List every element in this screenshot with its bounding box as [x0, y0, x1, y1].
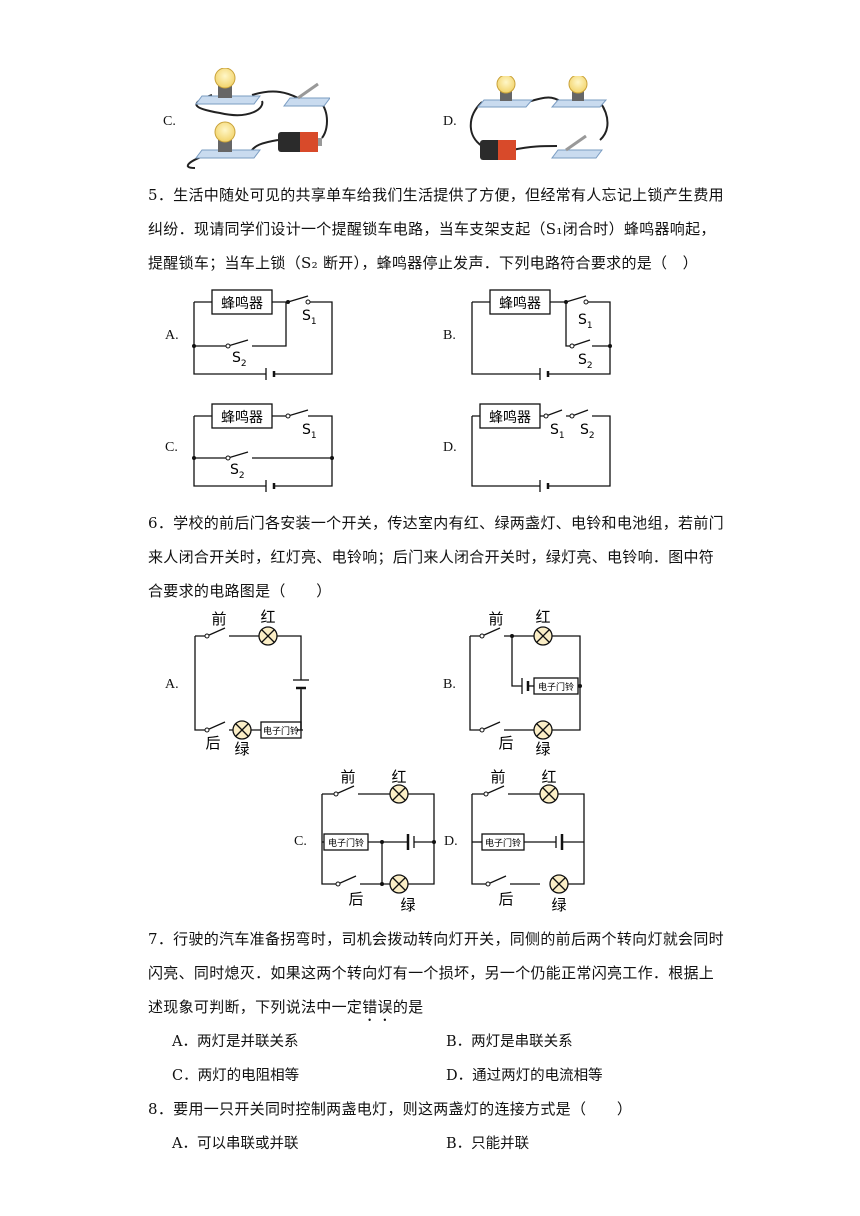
switch-s2-label: S2 — [578, 352, 593, 371]
question-6-text: 6．学校的前后门各安装一个开关，传达室内有红、绿两盏灯、电铃和电池组，若前门来人… — [148, 514, 724, 600]
q7-choice-a: A．两灯是并联关系 — [172, 1034, 299, 1050]
q6-circuit-d: 前 红 后 绿 电子门铃 — [471, 768, 585, 914]
switch-s1-label: S1 — [302, 308, 317, 327]
q5-circuit-a: 蜂鸣器 S1 S2 — [192, 289, 333, 380]
bell-label: 电子门铃 — [263, 725, 299, 737]
front-label: 前 — [488, 610, 503, 628]
q6-option-a-label: A. — [165, 677, 179, 692]
switch-s1-label: S1 — [578, 312, 593, 331]
green-label: 绿 — [400, 896, 415, 914]
q6-circuit-a: 前 红 后 绿 电子门铃 — [194, 608, 309, 758]
green-label: 绿 — [551, 896, 566, 914]
q4-option-c-label: C. — [163, 114, 176, 129]
front-label: 前 — [340, 768, 355, 786]
q6-option-d-label: D. — [444, 834, 458, 849]
q6-option-c-label: C. — [294, 834, 307, 849]
switch-s2-label: S2 — [230, 462, 245, 481]
back-label: 后 — [348, 890, 363, 908]
q6-circuit-b: 前 红 后 绿 电子门铃 — [469, 608, 582, 758]
q5-circuit-b: 蜂鸣器 S1 S2 — [471, 289, 612, 380]
q5-option-a-label: A. — [165, 328, 179, 343]
q5-option-c-label: C. — [165, 440, 178, 455]
green-label: 绿 — [535, 740, 550, 758]
q4-option-d-picture — [469, 76, 609, 160]
buzzer-label: 蜂鸣器 — [221, 295, 263, 312]
red-label: 红 — [391, 768, 406, 786]
q8-choice-a: A．可以串联或并联 — [172, 1136, 299, 1152]
red-label: 红 — [535, 608, 550, 626]
q8-choice-b: B．只能并联 — [446, 1136, 530, 1152]
red-label: 红 — [260, 608, 275, 626]
switch-s2-label: S2 — [232, 350, 247, 369]
front-label: 前 — [211, 610, 226, 628]
green-label: 绿 — [234, 740, 249, 758]
back-label: 后 — [498, 890, 513, 908]
q6-circuit-c: 前 红 后 绿 电子门铃 — [321, 768, 436, 914]
switch-s1-label: S1 — [302, 422, 317, 441]
switch-s1-label: S1 — [550, 422, 565, 441]
buzzer-label: 蜂鸣器 — [499, 295, 541, 312]
q6-option-b-label: B. — [443, 677, 456, 692]
q5-option-d-label: D. — [443, 440, 457, 455]
bell-label: 电子门铃 — [328, 837, 364, 849]
bell-label: 电子门铃 — [485, 837, 521, 849]
q4-option-d-label: D. — [443, 114, 457, 129]
red-label: 红 — [541, 768, 556, 786]
switch-s2-label: S2 — [580, 422, 595, 441]
question-5-text: 5．生活中随处可见的共享单车给我们生活提供了方便，但经常有人忘记上锁产生费用纠纷… — [148, 186, 724, 272]
back-label: 后 — [205, 734, 220, 752]
front-label: 前 — [490, 768, 505, 786]
back-label: 后 — [498, 734, 513, 752]
buzzer-label: 蜂鸣器 — [221, 409, 263, 426]
buzzer-label: 蜂鸣器 — [489, 409, 531, 426]
q5-circuit-d: 蜂鸣器 S1 S2 — [471, 403, 611, 492]
q7-choice-b: B．两灯是串联关系 — [446, 1034, 573, 1050]
q5-circuit-c: 蜂鸣器 S1 S2 — [192, 403, 334, 492]
emphasis-word: 错误 — [362, 998, 393, 1016]
q5-option-b-label: B. — [443, 328, 456, 343]
q7-choice-d: D．通过两灯的电流相等 — [446, 1068, 603, 1084]
question-7-text: 7．行驶的汽车准备拐弯时，司机会拨动转向灯开关，同侧的前后两个转向灯就会同时闪亮… — [148, 930, 724, 1016]
question-8-text: 8．要用一只开关同时控制两盏电灯，则这两盏灯的连接方式是（ ） — [148, 1100, 633, 1118]
bell-label: 电子门铃 — [538, 681, 574, 693]
q7-choice-c: C．两灯的电阻相等 — [172, 1068, 300, 1084]
q4-option-c-picture — [186, 68, 330, 169]
